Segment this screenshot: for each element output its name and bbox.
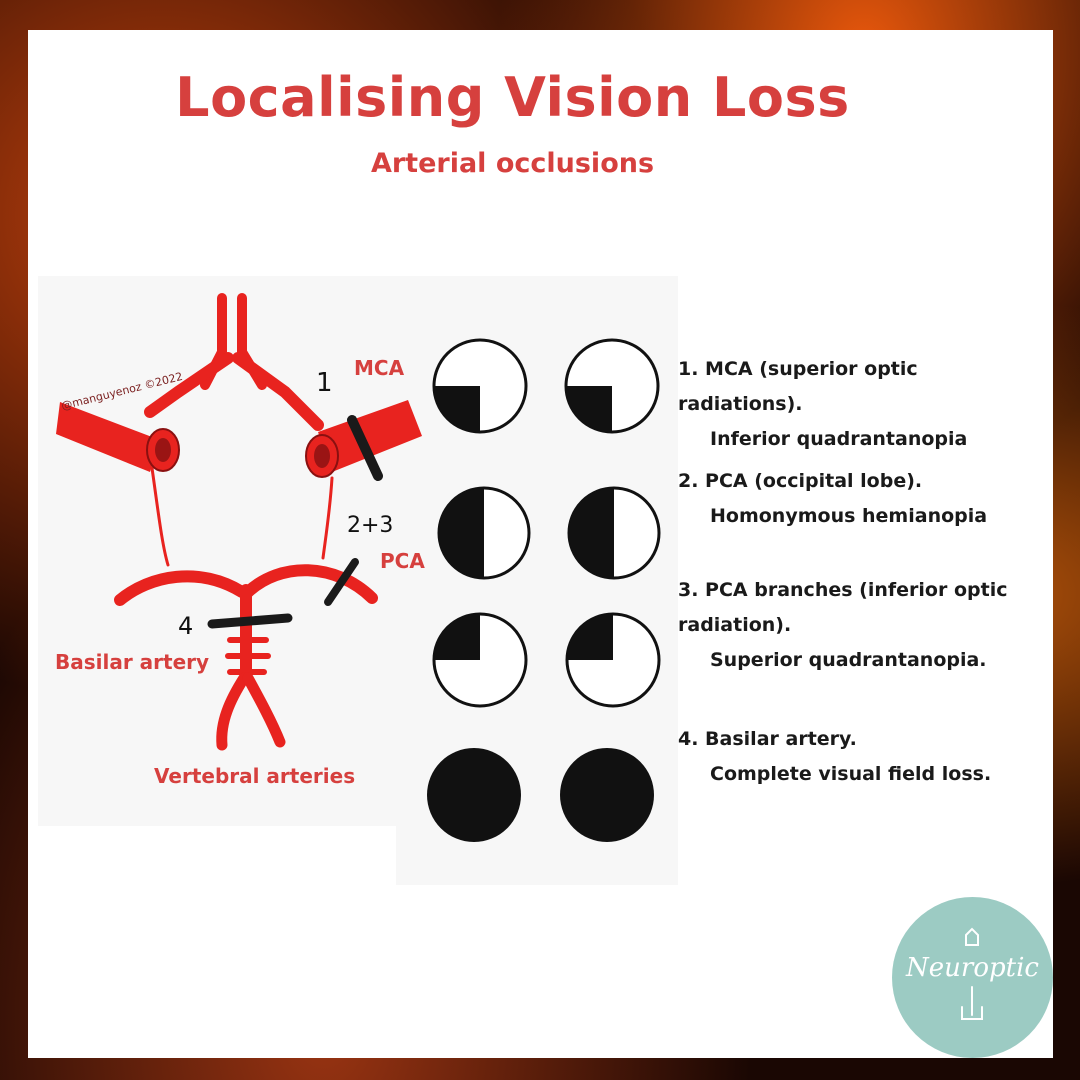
field-row-3 [432,612,661,708]
finding-1-deficit: Inferior quadrantanopia [710,428,968,450]
field-loss-right-2 [569,488,614,578]
occlusion-number-4: 4 [178,612,194,640]
right-posterior-communicating-artery [321,476,334,560]
finding-1: 1. MCA (superior optic radiations). Infe… [678,352,1038,457]
finding-4-site: 4. Basilar artery. [678,728,857,750]
occlusion-number-1: 1 [316,368,333,398]
logo-text: Neuroptic [906,953,1039,983]
label-basilar-artery: Basilar artery [55,650,210,674]
field-row-1 [432,338,660,434]
finding-3: 3. PCA branches (inferior optic radiatio… [678,573,1008,678]
neuroptic-logo: Neuroptic [892,897,1053,1058]
right-posterior-cerebral-artery [242,564,378,604]
field-row-4 [427,748,654,842]
field-loss-left-1 [434,386,480,432]
finding-2-site: 2. PCA (occipital lobe). [678,470,923,492]
basilar-branches [225,637,271,675]
field-loss-right-1 [566,386,612,432]
right-aca-to-mca-segment [232,352,324,431]
visual-field-grid [427,338,661,842]
page-subtitle: Arterial occlusions [370,148,655,179]
occlusion-bar-4 [207,613,293,629]
logo-figure-icon [961,927,983,1020]
finding-3-site: 3. PCA branches (inferior optic radiatio… [678,579,1008,636]
field-row-2 [437,486,661,580]
occlusion-markers [207,415,383,629]
right-mca-tube [305,400,422,478]
left-posterior-communicating-artery [150,466,170,567]
left-mca-tube [56,402,180,472]
field-left-eye-4 [427,748,521,842]
field-loss-left-3 [434,614,480,660]
finding-2: 2. PCA (occipital lobe). Homonymous hemi… [678,464,1038,534]
occlusion-bar-2-3 [324,558,359,606]
left-vertebral-artery [216,672,250,751]
finding-3-deficit: Superior quadrantanopia. [710,649,987,671]
label-mca: MCA [354,356,405,380]
finding-4-deficit: Complete visual field loss. [710,763,992,785]
occlusion-bar-1 [347,415,383,481]
finding-1-site: 1. MCA (superior optic radiations). [678,358,918,415]
page-title: Localising Vision Loss [175,66,850,129]
right-vertebral-artery [242,672,286,748]
left-aca-to-mca-segment [144,352,234,418]
left-posterior-cerebral-artery [114,570,248,606]
field-right-eye-4 [560,748,654,842]
field-loss-right-3 [567,614,613,660]
field-loss-left-2 [439,488,484,578]
label-vertebral-arteries: Vertebral arteries [154,764,356,788]
artery-group [114,293,378,751]
finding-2-deficit: Homonymous hemianopia [710,505,988,527]
label-pca: PCA [380,549,425,573]
occlusion-number-2-3: 2+3 [347,513,394,538]
finding-4: 4. Basilar artery. Complete visual field… [678,722,1038,792]
